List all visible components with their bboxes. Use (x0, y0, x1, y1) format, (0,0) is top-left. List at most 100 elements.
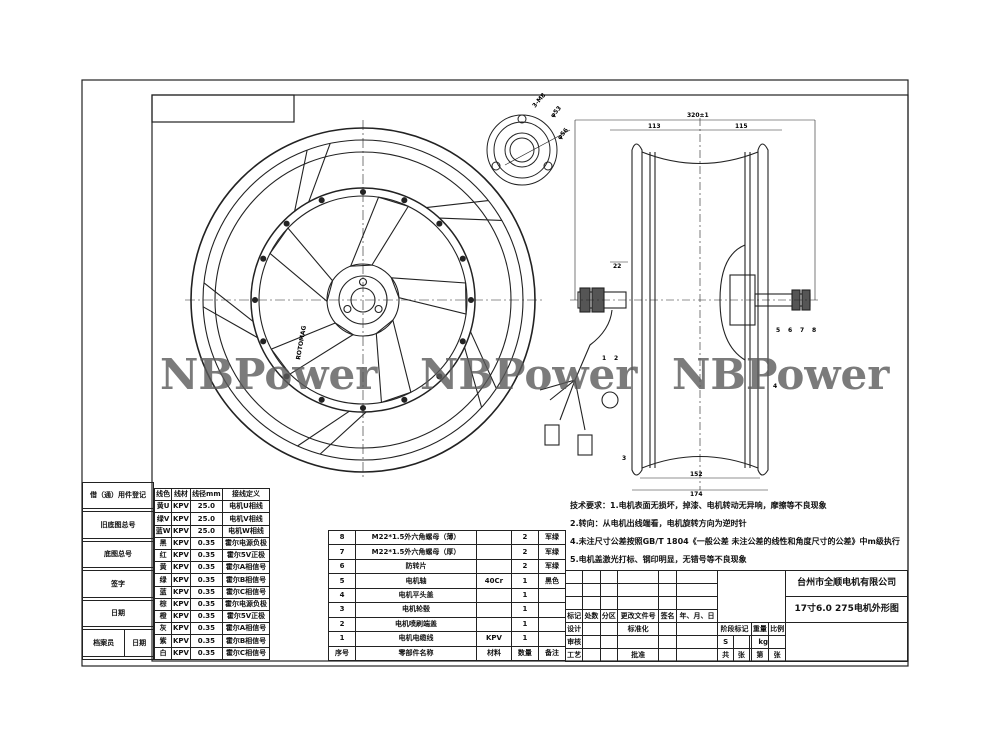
wire-cell: 棕 (153, 597, 173, 612)
wire-cell: 0.35 (189, 549, 224, 563)
wire-cell: KPV (171, 549, 191, 563)
weight-label: 重量 (750, 622, 769, 636)
sheet-label-2: 张 (767, 648, 787, 662)
wire-cell: 绿V (153, 512, 173, 526)
part-cell (476, 616, 512, 633)
approve-label: 批准 (616, 648, 660, 662)
part-cell: 1 (510, 631, 539, 647)
part-callout: 5 (776, 327, 780, 334)
cover-bolt (459, 338, 466, 345)
part-cell (537, 616, 567, 633)
wire-cell: 灰 (153, 622, 173, 636)
wire-cell: 霍尔电源负极 (222, 597, 270, 612)
wire-cell: 黄 (153, 561, 173, 575)
tech-requirement-line: 技术要求：1.电机表面无损坏，掉漆、电机转动无异响，摩擦等不良现象 (570, 501, 827, 510)
wire-cell: 霍尔5V正极 (222, 549, 270, 563)
wire-cell: KPV (171, 597, 191, 612)
wire-cell: KPV (171, 573, 191, 587)
part-cell: 黑色 (537, 573, 567, 589)
process-label: 工艺 (564, 648, 584, 662)
stage-mark-label: 阶段标记 (717, 622, 752, 636)
rim-rib (464, 331, 497, 408)
part-cell: 防转片 (355, 558, 478, 575)
wire-cell: 0.35 (189, 536, 224, 551)
part-cell: KPV (476, 631, 512, 647)
register-footer-cell: 日期 (124, 629, 154, 657)
corner-box (151, 94, 295, 123)
wire-cell: 0.35 (189, 597, 224, 612)
dim-left-half: 113 (648, 123, 661, 130)
register-cell: 签字 (82, 570, 154, 598)
part-cell: 电机平头盖 (355, 587, 478, 604)
part-cell: 1 (510, 616, 539, 633)
sheet-label: 张 (732, 648, 750, 662)
stage-s: S (717, 635, 734, 649)
part-cell (537, 587, 567, 604)
dim-right-half: 115 (735, 123, 748, 130)
spoke (349, 196, 410, 267)
revision-header: 标记 (564, 609, 584, 623)
cover-bolt (401, 396, 408, 403)
part-callout: 2 (614, 355, 618, 362)
wire-cell: 黑 (153, 536, 173, 551)
wire-cell: 霍尔B相信号 (222, 573, 270, 587)
cover-bolt (260, 255, 267, 262)
dim-flange-d1: φ53 (549, 105, 563, 119)
dim-rim-outer: 174 (690, 491, 703, 498)
cover-bolt (260, 338, 267, 345)
part-cell: 2 (510, 544, 539, 560)
part-header: 零部件名称 (355, 645, 478, 661)
register-cell (82, 508, 154, 513)
wire-cell: KPV (171, 524, 191, 538)
hub-hole (374, 304, 383, 314)
part-cell (476, 529, 512, 546)
rim-rib (426, 199, 502, 221)
revision-header: 分区 (599, 609, 618, 623)
revision-header: 处数 (582, 609, 601, 623)
register-footer-cell: 档案员 (81, 629, 126, 657)
wire-cell: KPV (171, 610, 191, 624)
wire-cell: 电机V相线 (222, 512, 270, 526)
scale-label: 比例 (767, 622, 787, 636)
wire-cell: 电机U相线 (222, 500, 270, 514)
wire-cell: 霍尔5V正极 (222, 610, 270, 624)
review-label: 审核 (564, 635, 584, 649)
title-block: 台州市全顺电机有限公司 17寸6.0 275电机外形图 标记处数分区更改文件号签… (564, 570, 908, 662)
register-table: 借（通）用件登记旧底图总号底图总号签字日期档案员日期 (81, 481, 154, 661)
wire-cell: 霍尔电源负极 (222, 536, 270, 551)
part-cell (476, 544, 512, 560)
wire-cell: KPV (171, 500, 191, 514)
part-cell: 1 (510, 573, 539, 589)
wire-cell: 霍尔B相信号 (222, 634, 270, 648)
design-label: 设计 (564, 622, 584, 636)
wire-cell: 紫 (153, 634, 173, 648)
wire-cell: 25.0 (189, 512, 224, 526)
part-cell: M22*1.5外六角螺母（厚） (355, 544, 478, 560)
wire-cell: 橙 (153, 610, 173, 624)
rim-rib (202, 282, 258, 339)
wire-cell: KPV (171, 512, 191, 526)
wire-cell: 霍尔A相信号 (222, 561, 270, 575)
part-cell: 军绿 (537, 544, 567, 560)
part-cell: 电机喷刷端盖 (355, 616, 478, 633)
wire-cell: 霍尔A相信号 (222, 622, 270, 636)
part-cell: 电机轴 (355, 573, 478, 589)
wire-cell: 0.35 (189, 561, 224, 575)
wire-cell: KPV (171, 561, 191, 575)
wire-cell: 0.35 (189, 585, 224, 599)
wire-cell: KPV (171, 585, 191, 599)
wire-cell: 25.0 (189, 500, 224, 514)
wire-cell: 0.35 (189, 646, 224, 661)
spoke (270, 322, 355, 375)
spoke (375, 319, 412, 404)
